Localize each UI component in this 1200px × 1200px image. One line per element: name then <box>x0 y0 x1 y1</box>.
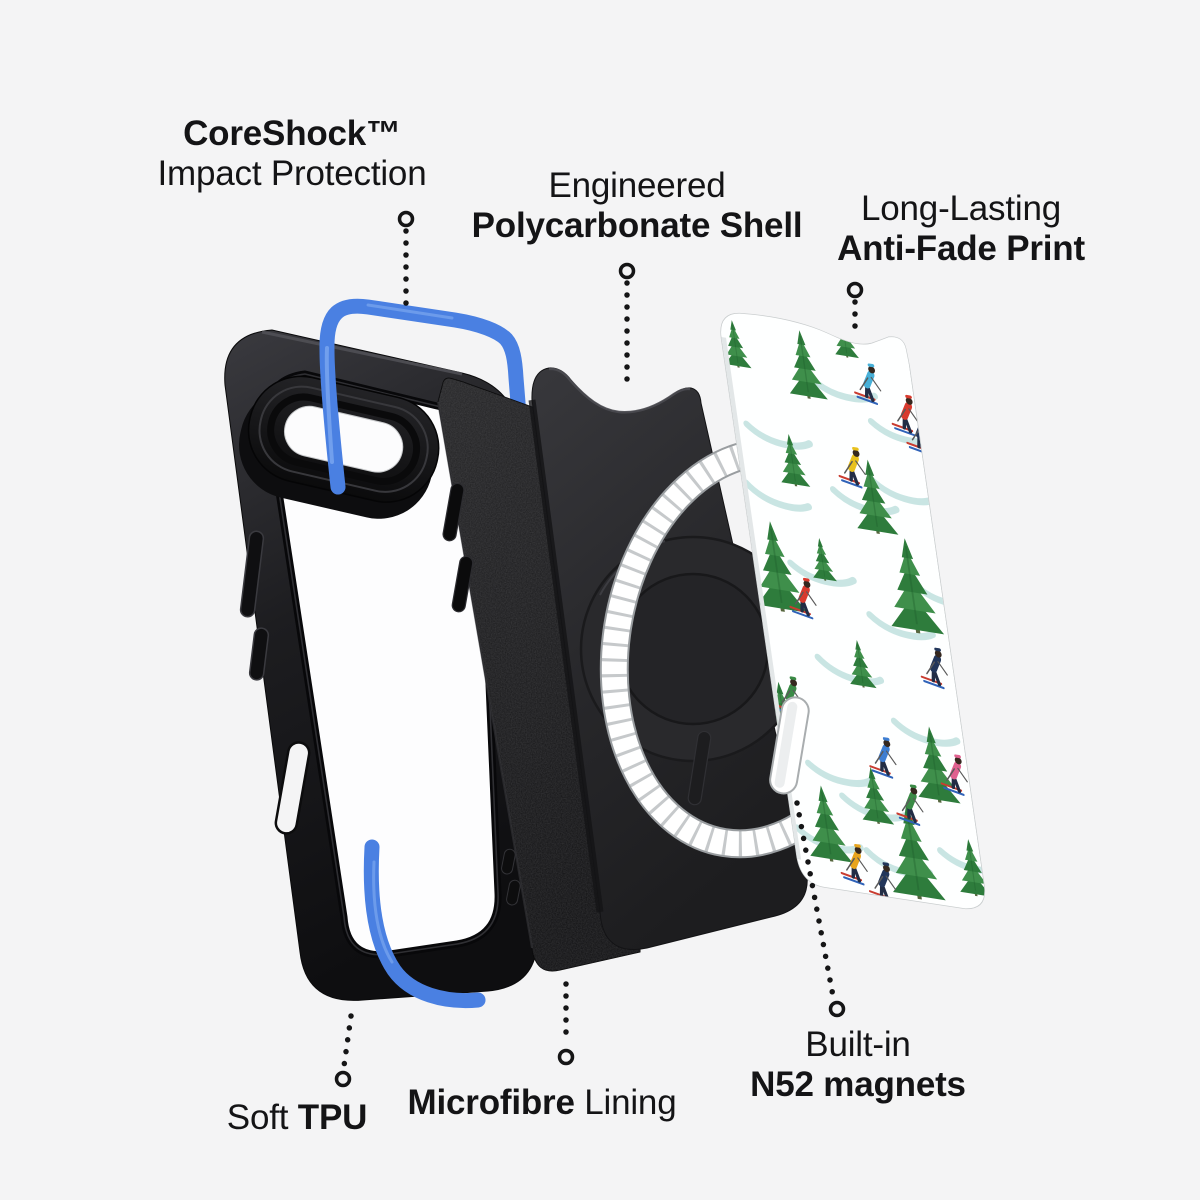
volume-button-cutouts <box>442 482 474 613</box>
label-lining-bold: Microfibre <box>407 1083 575 1122</box>
callout-dot-impact <box>397 210 415 228</box>
alignment-magnet-bar <box>769 696 810 795</box>
label-n52-magnets: Built-in N52 magnets <box>750 1025 966 1105</box>
polycarbonate-shell-layer <box>528 367 808 950</box>
callout-dot-lining <box>557 1048 575 1066</box>
label-tpu-regular: Soft <box>226 1098 298 1137</box>
label-polycarbonate-shell: Engineered Polycarbonate Shell <box>472 166 803 246</box>
label-lining-regular: Lining <box>574 1083 677 1122</box>
label-impact-line2: Impact Protection <box>157 154 427 193</box>
label-shell-line2: Polycarbonate Shell <box>471 206 803 245</box>
label-print-line2: Anti-Fade Print <box>837 229 1085 268</box>
label-soft-tpu: Soft TPU <box>226 1098 368 1138</box>
callout-dot-print <box>846 281 864 299</box>
callout-dot-shell <box>618 262 636 280</box>
label-print-line1: Long-Lasting <box>861 189 1061 228</box>
label-impact-line1: CoreShock™ <box>183 114 401 153</box>
alignment-slot <box>687 730 712 806</box>
label-microfibre-lining: Microfibre Lining <box>408 1083 677 1123</box>
label-magnets-line1: Built-in <box>805 1025 911 1064</box>
lanyard-slot <box>274 741 311 835</box>
label-shell-line1: Engineered <box>548 166 726 205</box>
callout-line-magnets <box>794 800 836 999</box>
callout-lines <box>334 210 864 1088</box>
clear-back-window <box>267 374 499 955</box>
label-magnets-line2: N52 magnets <box>750 1065 966 1104</box>
callout-line-tpu <box>341 1013 354 1069</box>
label-anti-fade-print: Long-Lasting Anti-Fade Print <box>837 189 1085 269</box>
callout-dot-tpu <box>334 1070 352 1088</box>
tpu-accent-top <box>319 298 528 495</box>
frame-side-keys <box>501 848 521 906</box>
tpu-accent-bottom <box>363 839 486 1009</box>
callout-dot-magnets <box>828 1000 846 1018</box>
label-tpu-bold: TPU <box>297 1098 368 1137</box>
label-impact-protection: CoreShock™ Impact Protection <box>158 114 427 194</box>
side-buttons <box>239 530 270 681</box>
